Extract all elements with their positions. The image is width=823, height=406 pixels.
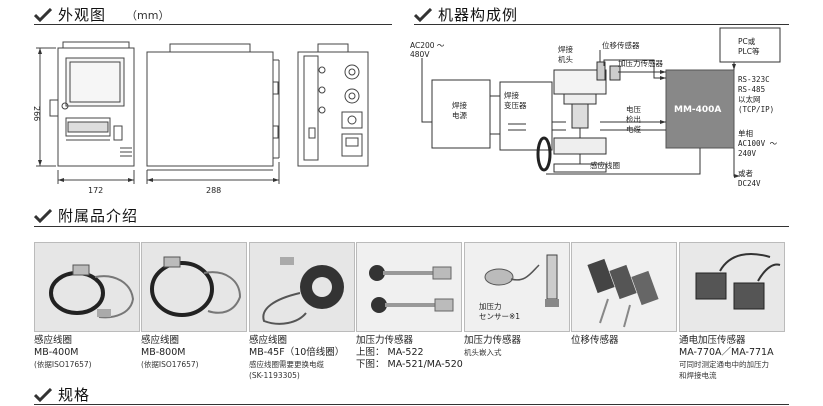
accessory-model: 上图： MA-522 [356,347,424,358]
interface-line1: RS-323C [738,75,770,84]
unit-label: （mm） [126,8,170,22]
divider [414,24,789,25]
accessory-name: 加压力传感器 [356,335,414,346]
checkmark-icon [414,7,432,22]
monitor-label: MM-400A [674,105,721,115]
section-header-config: 机器构成例 [414,4,518,25]
accessory-card: 感应线圈 MB-800M (依据ISO17657) [141,242,247,370]
accessory-model: MB-400M [34,347,79,358]
accessory-note: (依据ISO17657) [34,360,92,369]
accessory-note: 和焊接电流 [679,371,717,380]
accessory-note: 感应线圈需要更换电缆 [249,360,324,369]
checkmark-icon [34,208,52,223]
photo-label-line1: 加压力 [479,301,502,311]
transformer-line2: 变压器 [504,100,527,110]
accessory-name: 通电加压传感器 [679,335,746,346]
accessory-note: 可同时测定通电中的加压力 [679,360,769,369]
section-title: 外观图 [58,6,107,24]
pc-line1: PC或 [738,36,756,46]
section-title: 机器构成例 [438,6,519,24]
accessory-photo: 加压力 センサー※1 [464,242,570,332]
dimension-depth: 172 [88,186,103,195]
interface-line3: 以太网 [738,94,761,104]
dimension-height: 266 [32,106,41,121]
accessory-model: MB-45F（10倍线圈） [249,347,345,358]
pressure-sensor-label: 加压力传感器 [618,58,663,68]
accessory-model: MA-770A／MA-771A [679,347,774,358]
accessory-note: (依据ISO17657) [141,360,199,369]
power-line2: AC100V ～ [738,139,778,148]
section-header-specs: 规格 [34,384,90,405]
accessory-name: 感应线圈 [249,335,288,346]
accessory-photo [249,242,355,332]
power-line1: 单相 [738,128,753,138]
accessory-card: 加压力 センサー※1 加压力传感器 机头嵌入式 [464,242,570,358]
divider [34,226,789,227]
accessory-note: (SK-1193305) [249,371,300,380]
accessory-card: 位移传感器 [571,242,677,347]
accessory-name: 感应线圈 [34,335,73,346]
pc-line2: PLC等 [738,46,760,56]
accessory-photo [356,242,462,332]
interface-line4: (TCP/IP) [738,105,774,114]
accessory-model: MB-800M [141,347,186,358]
checkmark-icon [34,7,52,22]
section-header-accessories: 附属品介绍 [34,205,138,226]
voltage-cable-line1: 电压 [626,104,641,114]
section-title: 规格 [58,386,91,404]
displacement-sensor-label: 位移传感器 [602,40,640,50]
toroidal-coil-label: 感应线圈 [590,160,620,170]
accessory-card: 通电加压传感器 MA-770A／MA-771A 可同时测定通电中的加压力 和焊接… [679,242,785,381]
interface-line2: RS-485 [738,85,765,94]
input-voltage-line1: AC200 ～ [410,41,445,50]
accessory-photo [34,242,140,332]
accessory-photo [141,242,247,332]
outline-drawing: 266 172 288 [32,41,369,195]
accessory-card: 感应线圈 MB-400M (依据ISO17657) [34,242,140,370]
weld-head-line2: 机头 [558,54,573,64]
input-voltage-line2: 480V [410,50,430,59]
power-line5: 或者 [738,168,753,178]
voltage-cable-line3: 电缆 [626,124,641,134]
weld-head-line1: 焊接 [558,44,573,54]
accessory-name: 加压力传感器 [464,335,522,346]
transformer-line1: 焊接 [504,90,519,100]
power-line3: 240V [738,149,757,158]
welding-power-line1: 焊接 [452,100,467,110]
divider [34,404,789,405]
voltage-cable-line2: 检出 [626,114,641,124]
divider [34,24,392,25]
accessory-card: 感应线圈 MB-45F（10倍线圈） 感应线圈需要更换电缆 (SK-119330… [249,242,355,381]
section-header-appearance: 外观图 （mm） [34,4,169,25]
power-line6: DC24V [738,179,761,188]
checkmark-icon [34,387,52,402]
section-title: 附属品介绍 [58,207,139,225]
welding-power-line2: 电源 [452,110,467,120]
accessory-name: 位移传感器 [571,335,619,346]
accessory-photo [679,242,785,332]
dimension-width: 288 [206,186,221,195]
accessory-model: 下图： MA-521/MA-520 [356,359,463,370]
photo-label-line2: センサー※1 [479,312,520,321]
configuration-diagram: AC200 ～ 480V 焊接 电源 焊接 变压器 焊接 机头 位移传感器 加压… [410,27,781,188]
accessory-card: 加压力传感器 上图： MA-522 下图： MA-521/MA-520 [356,242,463,371]
accessory-name: 感应线圈 [141,335,180,346]
accessory-photo [571,242,677,332]
accessory-note: 机头嵌入式 [464,348,502,357]
